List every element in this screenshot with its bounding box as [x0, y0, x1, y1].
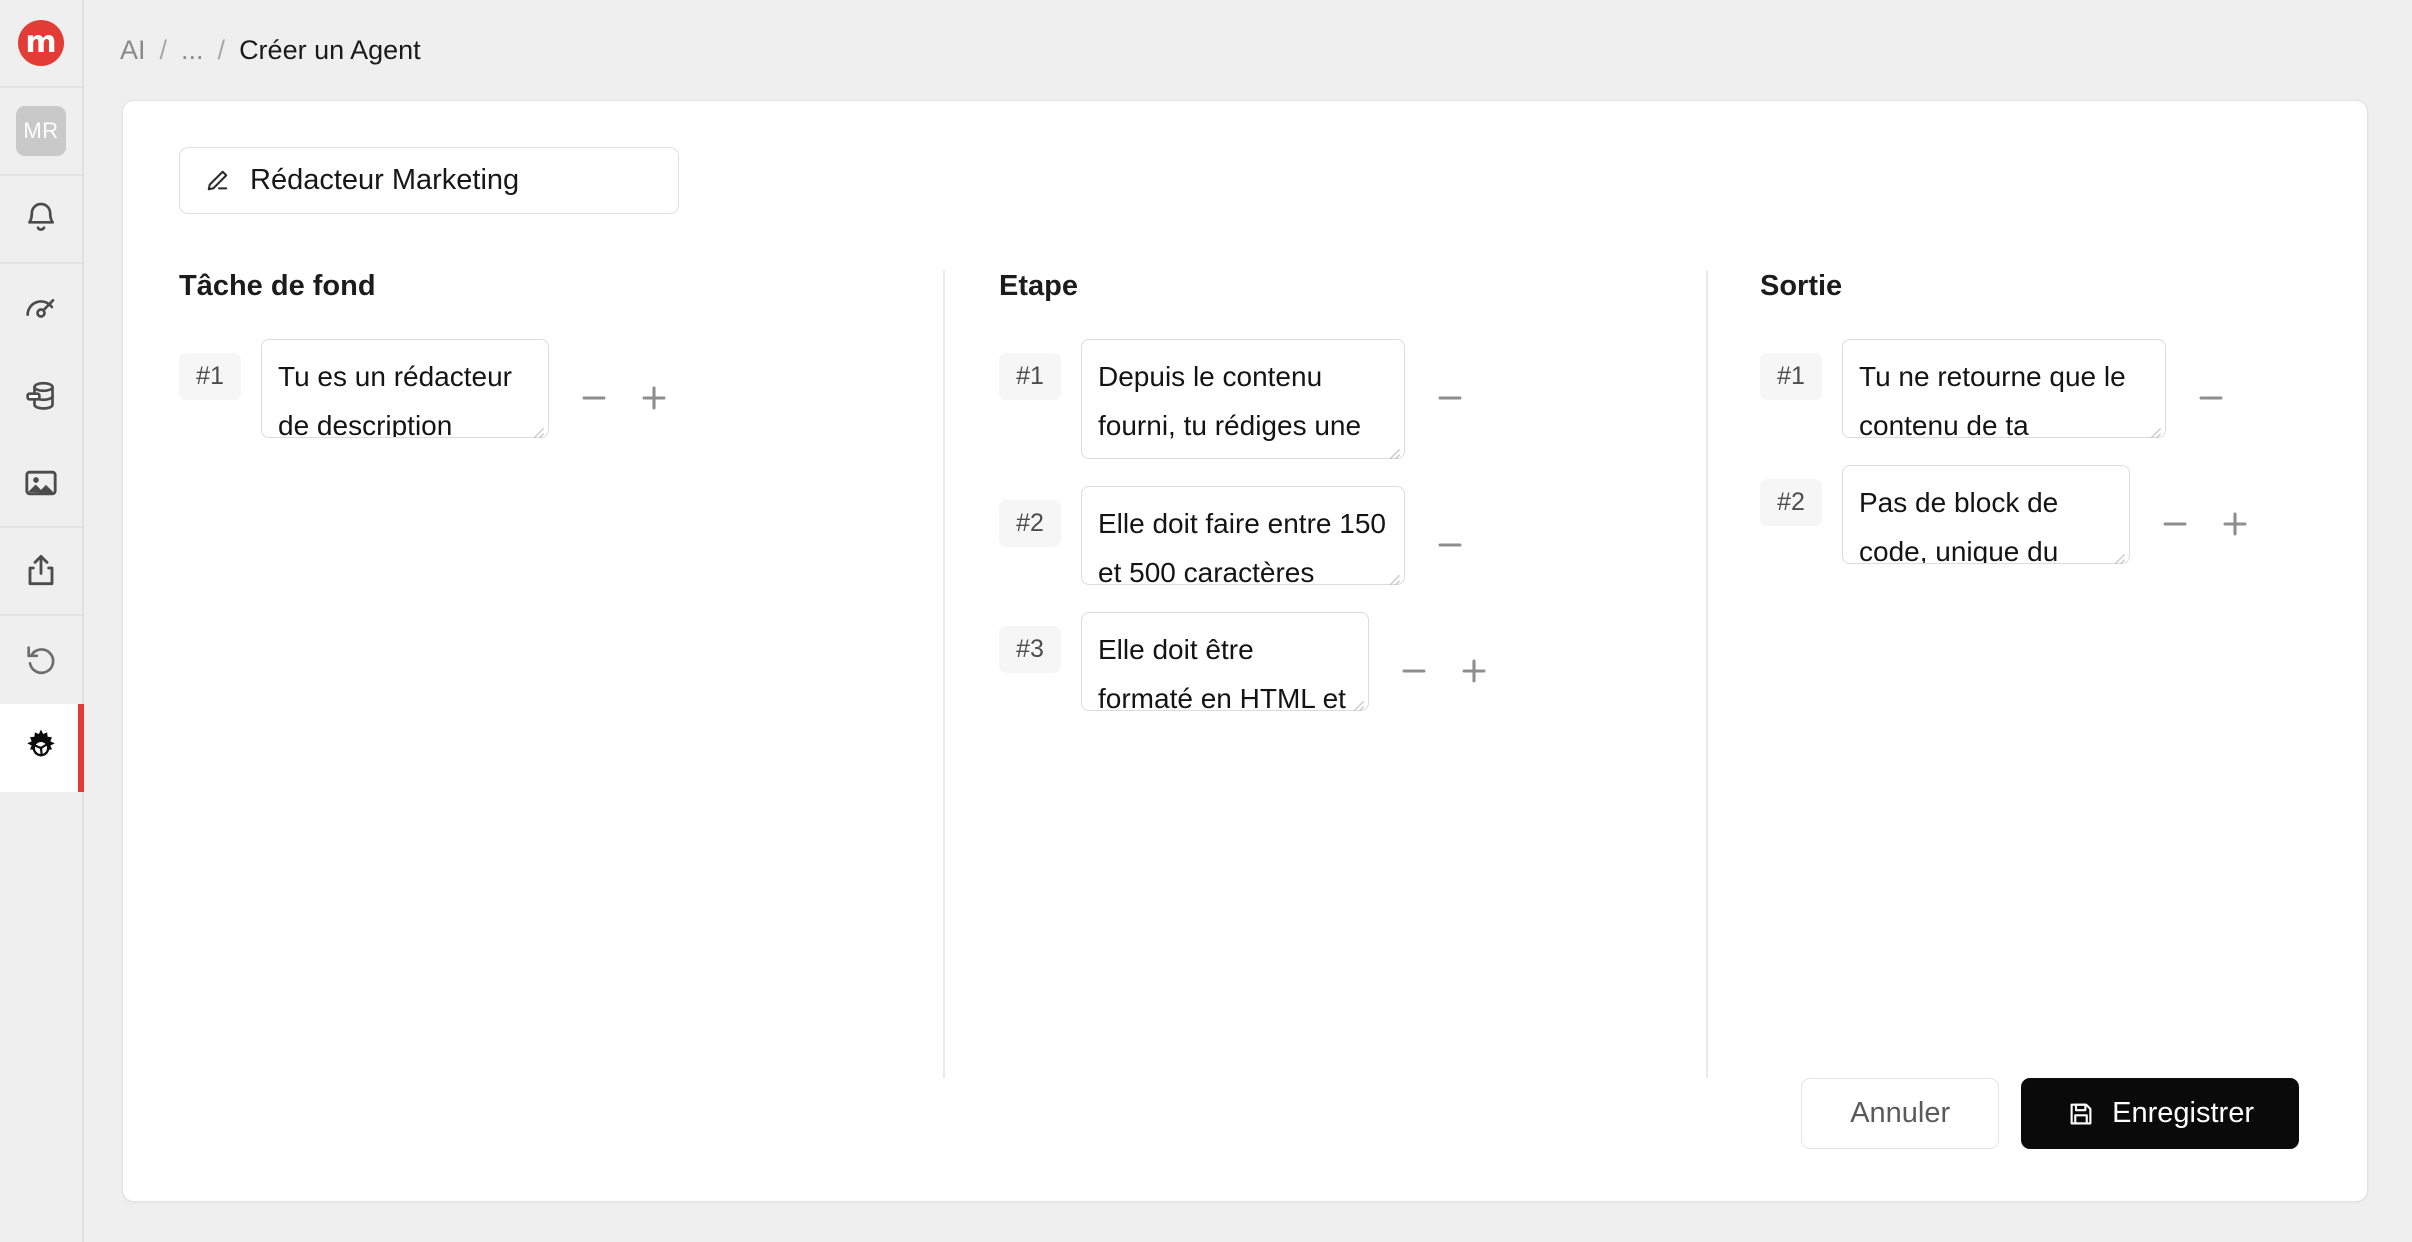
breadcrumb-ellipsis[interactable]: ... [181, 34, 204, 65]
sidebar-item-database[interactable] [0, 352, 82, 440]
item-actions [2188, 375, 2294, 421]
resize-grip-icon[interactable] [1385, 570, 1401, 586]
list-item: #2 [1760, 465, 2327, 569]
section-output: Sortie #1 [1706, 270, 2367, 1078]
section-background: Tâche de fond #1 [179, 270, 943, 1078]
textarea-wrapper [1061, 612, 1369, 716]
card-footer: Annuler Enregistrer [123, 1078, 2367, 1201]
minus-icon [2163, 522, 2187, 526]
agent-editor-card: Rédacteur Marketing Tâche de fond #1 [122, 100, 2368, 1202]
main-area: AI / ... / Créer un Agent Rédacteur Mark… [84, 0, 2412, 1242]
sidebar-item-export[interactable] [0, 528, 82, 616]
left-sidebar: m MR [0, 0, 84, 1242]
sidebar-item-avatar[interactable]: MR [0, 88, 82, 176]
textarea-wrapper [1061, 339, 1405, 464]
item-index-badge: #2 [1760, 479, 1822, 526]
database-icon [26, 381, 54, 410]
cancel-button[interactable]: Annuler [1801, 1078, 2000, 1149]
item-actions [1391, 648, 1497, 694]
sidebar-item-logo[interactable]: m [0, 0, 82, 88]
remove-item-button[interactable] [571, 375, 617, 421]
remove-item-button[interactable] [1391, 648, 1437, 694]
sidebar-item-media[interactable] [0, 440, 82, 528]
plus-icon [2223, 512, 2247, 536]
textarea-wrapper [1061, 486, 1405, 590]
textarea-wrapper [241, 339, 549, 443]
section-title-steps: Etape [999, 270, 1078, 302]
item-actions [571, 375, 677, 421]
remove-item-button[interactable] [2188, 375, 2234, 421]
minus-icon [2199, 396, 2223, 400]
resize-grip-icon[interactable] [1385, 444, 1401, 460]
item-index-badge: #2 [999, 500, 1061, 547]
item-actions [1427, 375, 1533, 421]
list-item: #1 [999, 339, 1666, 464]
resize-grip-icon[interactable] [1349, 696, 1365, 712]
minus-icon [1438, 396, 1462, 400]
remove-item-button[interactable] [1427, 522, 1473, 568]
item-actions [2152, 501, 2258, 547]
resize-grip-icon[interactable] [529, 423, 545, 439]
breadcrumb-root[interactable]: AI [120, 34, 146, 65]
background-textarea-1[interactable] [261, 339, 549, 438]
item-index-badge: #1 [999, 353, 1061, 400]
save-icon [2070, 1103, 2092, 1124]
output-textarea-1[interactable] [1842, 339, 2166, 438]
minus-icon [1402, 669, 1426, 673]
breadcrumb-separator-1: / [159, 34, 168, 65]
breadcrumb-separator-2: / [217, 34, 226, 65]
steps-textarea-2[interactable] [1081, 486, 1405, 585]
add-item-button[interactable] [2212, 501, 2258, 547]
breadcrumb: AI / ... / Créer un Agent [84, 0, 2412, 100]
output-textarea-2[interactable] [1842, 465, 2130, 564]
remove-item-button[interactable] [2152, 501, 2198, 547]
resize-grip-icon[interactable] [2146, 423, 2162, 439]
m-logo-icon: m [18, 20, 64, 66]
save-button-label: Enregistrer [2112, 1097, 2254, 1129]
list-item: #3 [999, 612, 1666, 716]
plus-icon [1462, 659, 1486, 683]
item-index-badge: #1 [179, 353, 241, 400]
page-title: Créer un Agent [239, 34, 421, 65]
image-icon [25, 470, 57, 496]
textarea-wrapper [1822, 339, 2166, 443]
remove-item-button[interactable] [1427, 375, 1473, 421]
undo-icon [27, 646, 55, 675]
minus-icon [582, 396, 606, 400]
sections-columns: Tâche de fond #1 [123, 270, 2367, 1078]
avatar: MR [16, 106, 66, 156]
agent-name-input[interactable]: Rédacteur Marketing [179, 147, 679, 214]
list-item: #1 [1760, 339, 2327, 443]
resize-grip-icon[interactable] [2110, 549, 2126, 565]
pencil-icon [207, 170, 228, 190]
section-title-background: Tâche de fond [179, 270, 376, 302]
sidebar-item-performance[interactable] [0, 264, 82, 352]
agent-name-row: Rédacteur Marketing [123, 147, 2367, 214]
sidebar-item-notifications[interactable] [0, 176, 82, 264]
section-steps: Etape #1 [943, 270, 1706, 1078]
add-item-button[interactable] [631, 375, 677, 421]
list-item: #2 [999, 486, 1666, 590]
bell-icon [28, 202, 55, 231]
gear-icon [27, 729, 55, 758]
minus-icon [1438, 543, 1462, 547]
item-index-badge: #3 [999, 626, 1061, 673]
add-item-button[interactable] [1451, 648, 1497, 694]
item-index-badge: #1 [1760, 353, 1822, 400]
sidebar-item-history[interactable] [0, 616, 82, 704]
gauge-icon [26, 299, 55, 318]
steps-textarea-1[interactable] [1081, 339, 1405, 459]
list-item: #1 [179, 339, 903, 443]
steps-textarea-3[interactable] [1081, 612, 1369, 711]
upload-icon [28, 554, 54, 586]
save-button[interactable]: Enregistrer [2021, 1078, 2299, 1149]
sidebar-item-settings[interactable] [0, 704, 84, 792]
plus-icon [642, 386, 666, 410]
textarea-wrapper [1822, 465, 2130, 569]
item-actions [1427, 522, 1533, 568]
section-title-output: Sortie [1760, 270, 1843, 302]
agent-name-value: Rédacteur Marketing [250, 164, 520, 196]
